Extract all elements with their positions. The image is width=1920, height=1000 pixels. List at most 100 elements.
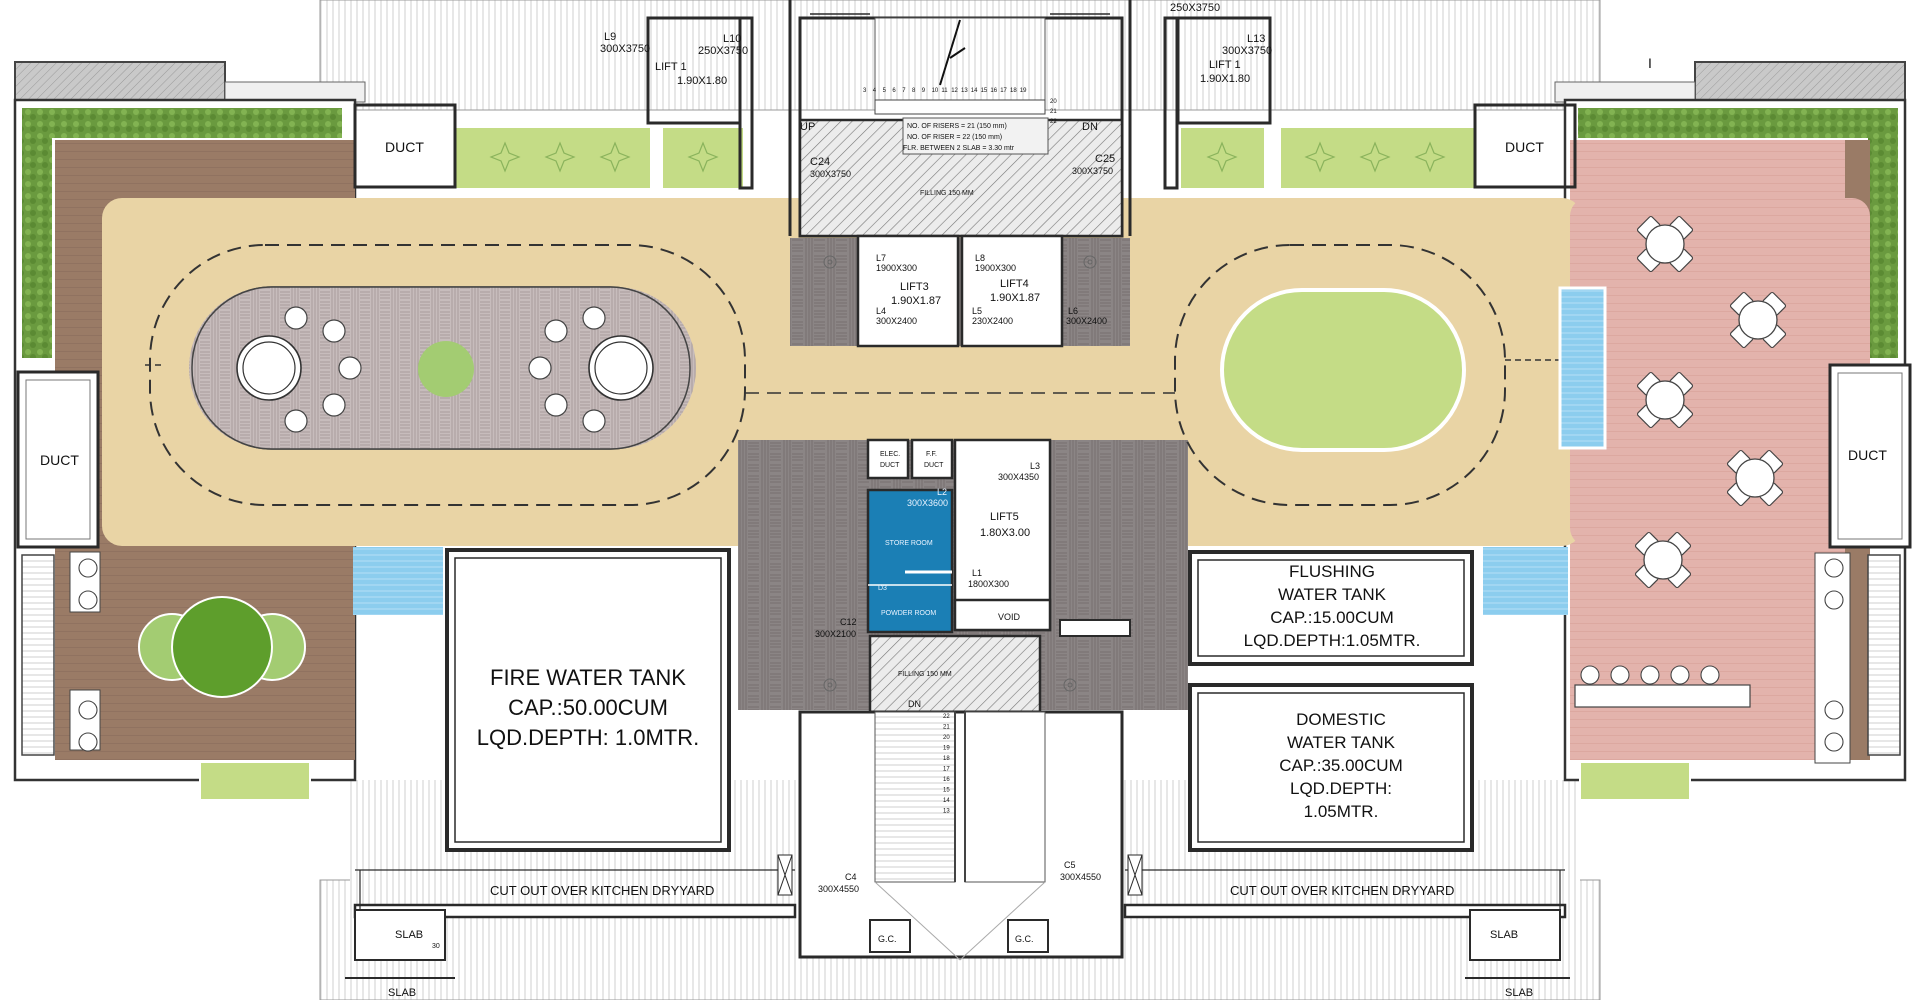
stair-step-number: 15 — [981, 88, 988, 94]
column-size: 300X4550 — [1060, 872, 1101, 882]
stair-step-number: 16 — [943, 777, 950, 783]
stair-step-number: 12 — [951, 88, 958, 94]
column-label: L4 — [876, 306, 886, 316]
domestic-tank-title: WATER TANK — [1287, 733, 1396, 752]
stair-step-number: 17 — [943, 767, 950, 773]
lift-size: 1.90X1.87 — [990, 292, 1040, 304]
column-size: 300X4350 — [998, 472, 1039, 482]
stair-step-number: 19 — [1020, 88, 1027, 94]
stair-step-number: 16 — [990, 88, 997, 94]
column-size: 300X3750 — [810, 169, 851, 179]
lift-label: LIFT5 — [990, 511, 1019, 523]
stair-step-number: 22 — [1050, 119, 1057, 125]
column-size: 300X3750 — [1072, 166, 1113, 176]
tree-icon — [138, 596, 306, 698]
stair-down-label: DN — [908, 699, 921, 709]
flush-tank-title: WATER TANK — [1278, 585, 1387, 604]
stair-step-number: 21 — [1050, 109, 1057, 115]
stair-step-number: 13 — [961, 88, 968, 94]
slab-label: SLAB — [388, 987, 416, 999]
stair-step-number: 10 — [932, 88, 939, 94]
lift-size: 1.90X1.87 — [891, 295, 941, 307]
flush-tank-capacity: CAP.:15.00CUM — [1270, 608, 1393, 627]
stair-step-number: 4 — [873, 88, 877, 94]
stair-step-number: 9 — [922, 88, 926, 94]
water-feature — [1483, 547, 1568, 615]
cutout-label: CUT OUT OVER KITCHEN DRYYARD — [1230, 883, 1454, 898]
flush-tank-title: FLUSHING — [1289, 562, 1375, 581]
column-label: L3 — [1030, 461, 1040, 471]
slab-label: SLAB — [1505, 987, 1533, 999]
column-label: L5 — [972, 306, 982, 316]
lawn-oval — [1220, 288, 1466, 452]
void-label: VOID — [998, 612, 1021, 622]
fire-tank-depth: LQD.DEPTH: 1.0MTR. — [477, 725, 699, 750]
gc-label: G.C. — [1015, 934, 1034, 944]
duct-label: DUCT — [880, 462, 900, 469]
column-size: 250X3750 — [698, 45, 748, 57]
stair-step-number: 17 — [1000, 88, 1007, 94]
column-label: C25 — [1095, 153, 1115, 165]
tree-icon — [418, 341, 474, 397]
gc-label: G.C. — [878, 934, 897, 944]
light-fixture-icon — [823, 255, 1097, 692]
door-label: D3 — [878, 585, 887, 592]
column-label: L2 — [937, 487, 947, 497]
stair-down-label: DN — [1082, 121, 1098, 133]
stair-note: NO. OF RISER = 22 (150 mm) — [907, 134, 1002, 141]
cutout-label: CUT OUT OVER KITCHEN DRYYARD — [490, 883, 714, 898]
filling-note: FILLING 150 MM — [898, 671, 952, 678]
lift-label: LIFT3 — [900, 281, 929, 293]
stair-step-number: 21 — [943, 725, 950, 731]
stair-step-number: 13 — [943, 809, 950, 815]
domestic-tank-depth: 1.05MTR. — [1304, 802, 1379, 821]
column-label: L6 — [1068, 306, 1078, 316]
column-size: 300X2400 — [876, 316, 917, 326]
column-size: 230X2400 — [972, 316, 1013, 326]
duct-label: ELEC. — [880, 451, 900, 458]
duct-label: F.F. — [926, 451, 937, 458]
column-label: C5 — [1064, 860, 1076, 870]
flushing-water-tank — [1188, 550, 1474, 666]
filling-note: FILLING 150 MM — [920, 190, 974, 197]
stair-step-number: 6 — [892, 88, 896, 94]
column-label: L13 — [1247, 33, 1265, 45]
lift-label: LIFT 1 — [655, 61, 687, 73]
column-size: 300X3750 — [1222, 45, 1272, 57]
column-size: 300X3600 — [907, 498, 948, 508]
stool-icon — [1580, 665, 1720, 685]
domestic-tank-capacity: CAP.:35.00CUM — [1279, 756, 1402, 775]
store-room — [866, 488, 954, 634]
stair-step-number: 15 — [943, 788, 950, 794]
fire-tank-title: FIRE WATER TANK — [490, 665, 686, 690]
stair-step-number: 20 — [943, 735, 950, 741]
stair-step-number: 18 — [1010, 88, 1017, 94]
duct-label: DUCT — [924, 462, 944, 469]
stair-step-number: 3 — [863, 88, 867, 94]
fire-tank-capacity: CAP.:50.00CUM — [508, 695, 668, 720]
domestic-tank-depth: LQD.DEPTH: — [1290, 779, 1392, 798]
column-label: L1 — [972, 568, 982, 578]
column-size: 300X2100 — [815, 629, 856, 639]
stair-step-number: 8 — [912, 88, 916, 94]
grid-mark: I — [1648, 55, 1652, 71]
column-label: L7 — [876, 253, 886, 263]
water-feature — [1558, 286, 1607, 450]
lift-label: LIFT 1 — [1209, 59, 1241, 71]
column-label: L8 — [975, 253, 985, 263]
stool-icon — [78, 558, 98, 752]
column-size: 300X3750 — [600, 43, 650, 55]
column-label: L9 — [604, 31, 616, 43]
slab-dim: 30 — [432, 943, 440, 950]
lift-size: 1.90X1.80 — [677, 75, 727, 87]
column-label: C4 — [845, 872, 857, 882]
slab-label: SLAB — [1490, 929, 1518, 941]
stair-step-number: 22 — [943, 714, 950, 720]
duct-label: DUCT — [385, 139, 424, 155]
column-size: 1900X300 — [876, 263, 917, 273]
stair-note: FLR. BETWEEN 2 SLAB = 3.30 mtr — [903, 145, 1015, 152]
stair-note: NO. OF RISERS = 21 (150 mm) — [907, 123, 1007, 130]
